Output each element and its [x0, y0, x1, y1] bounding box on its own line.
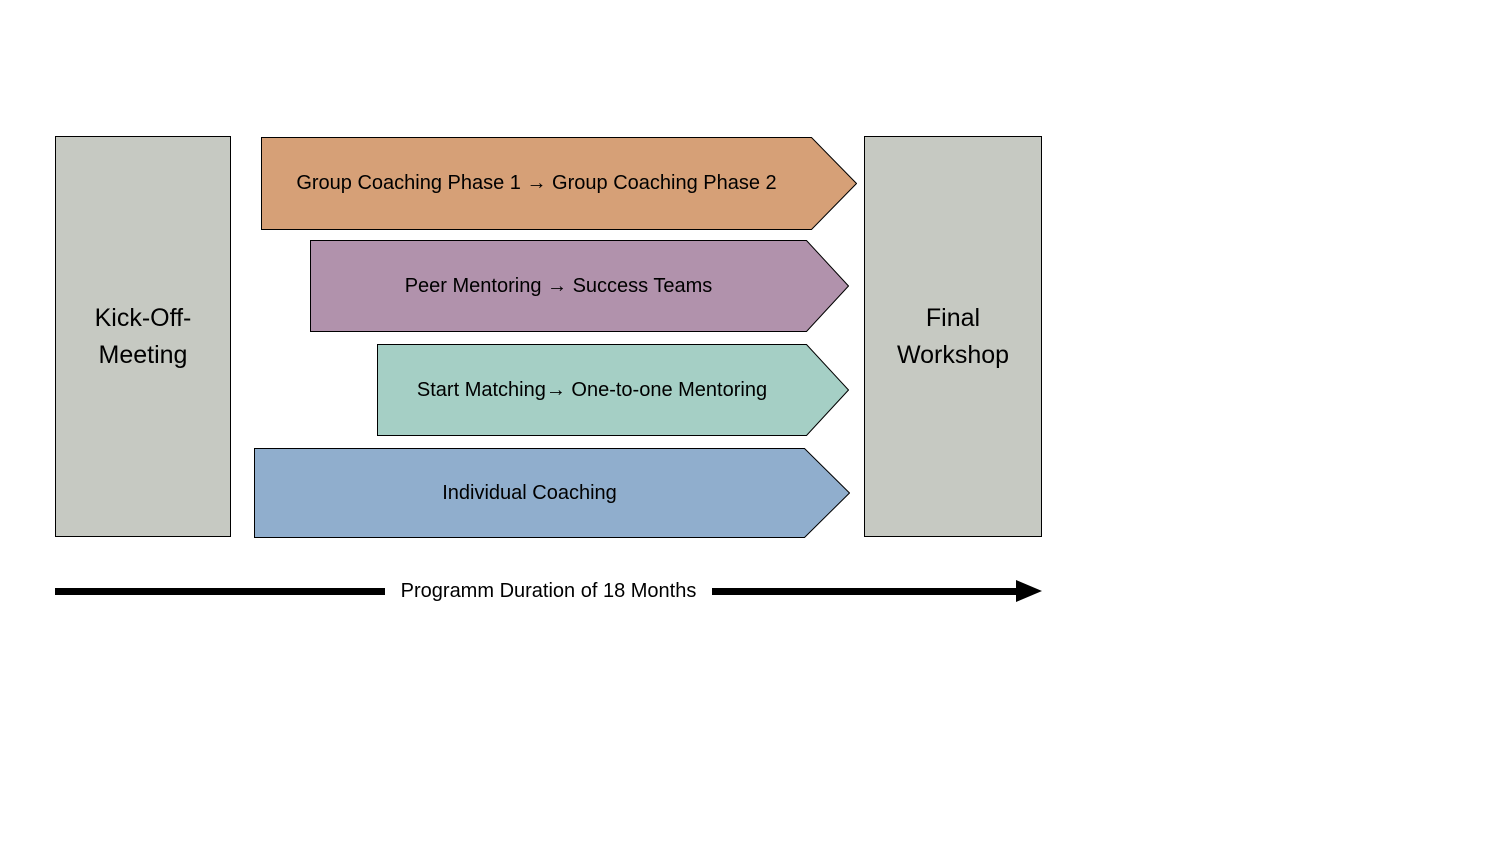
timeline-label: Programm Duration of 18 Months: [400, 579, 697, 602]
timeline-arrowhead-icon: [1016, 580, 1042, 602]
phase-arrow-label: Individual Coaching: [442, 481, 617, 504]
phase-arrow-label: Group Coaching Phase 1 → Group Coaching …: [296, 172, 777, 194]
right-arrow-shape: [377, 344, 849, 436]
right-arrow-shape: [310, 240, 849, 332]
phase-arrow-individual-coaching: Individual Coaching: [254, 448, 850, 538]
kickoff-meeting-label: Kick-Off-Meeting: [94, 304, 192, 369]
timeline-line-right: [712, 587, 1016, 595]
right-arrow-shape: [254, 448, 850, 538]
final-workshop-box: Final Workshop: [864, 136, 1042, 537]
timeline-line-left: [55, 587, 385, 595]
phase-arrow-one-to-one-mentoring: Start Matching→ One-to-one Mentoring: [377, 344, 849, 436]
program-duration-timeline: Programm Duration of 18 Months: [55, 578, 1042, 604]
phase-arrow-peer-mentoring: Peer Mentoring → Success Teams: [310, 240, 849, 332]
phase-arrow-label: Peer Mentoring → Success Teams: [404, 274, 713, 297]
kickoff-meeting-box: Kick-Off-Meeting: [55, 136, 231, 537]
phase-arrow-group-coaching: Group Coaching Phase 1 → Group Coaching …: [261, 137, 857, 230]
final-workshop-label: Final Workshop: [896, 304, 1010, 369]
phase-arrow-label: Start Matching→ One-to-one Mentoring: [416, 378, 768, 401]
timeline-line-right-group: [712, 580, 1042, 602]
right-arrow-shape: [261, 137, 857, 230]
